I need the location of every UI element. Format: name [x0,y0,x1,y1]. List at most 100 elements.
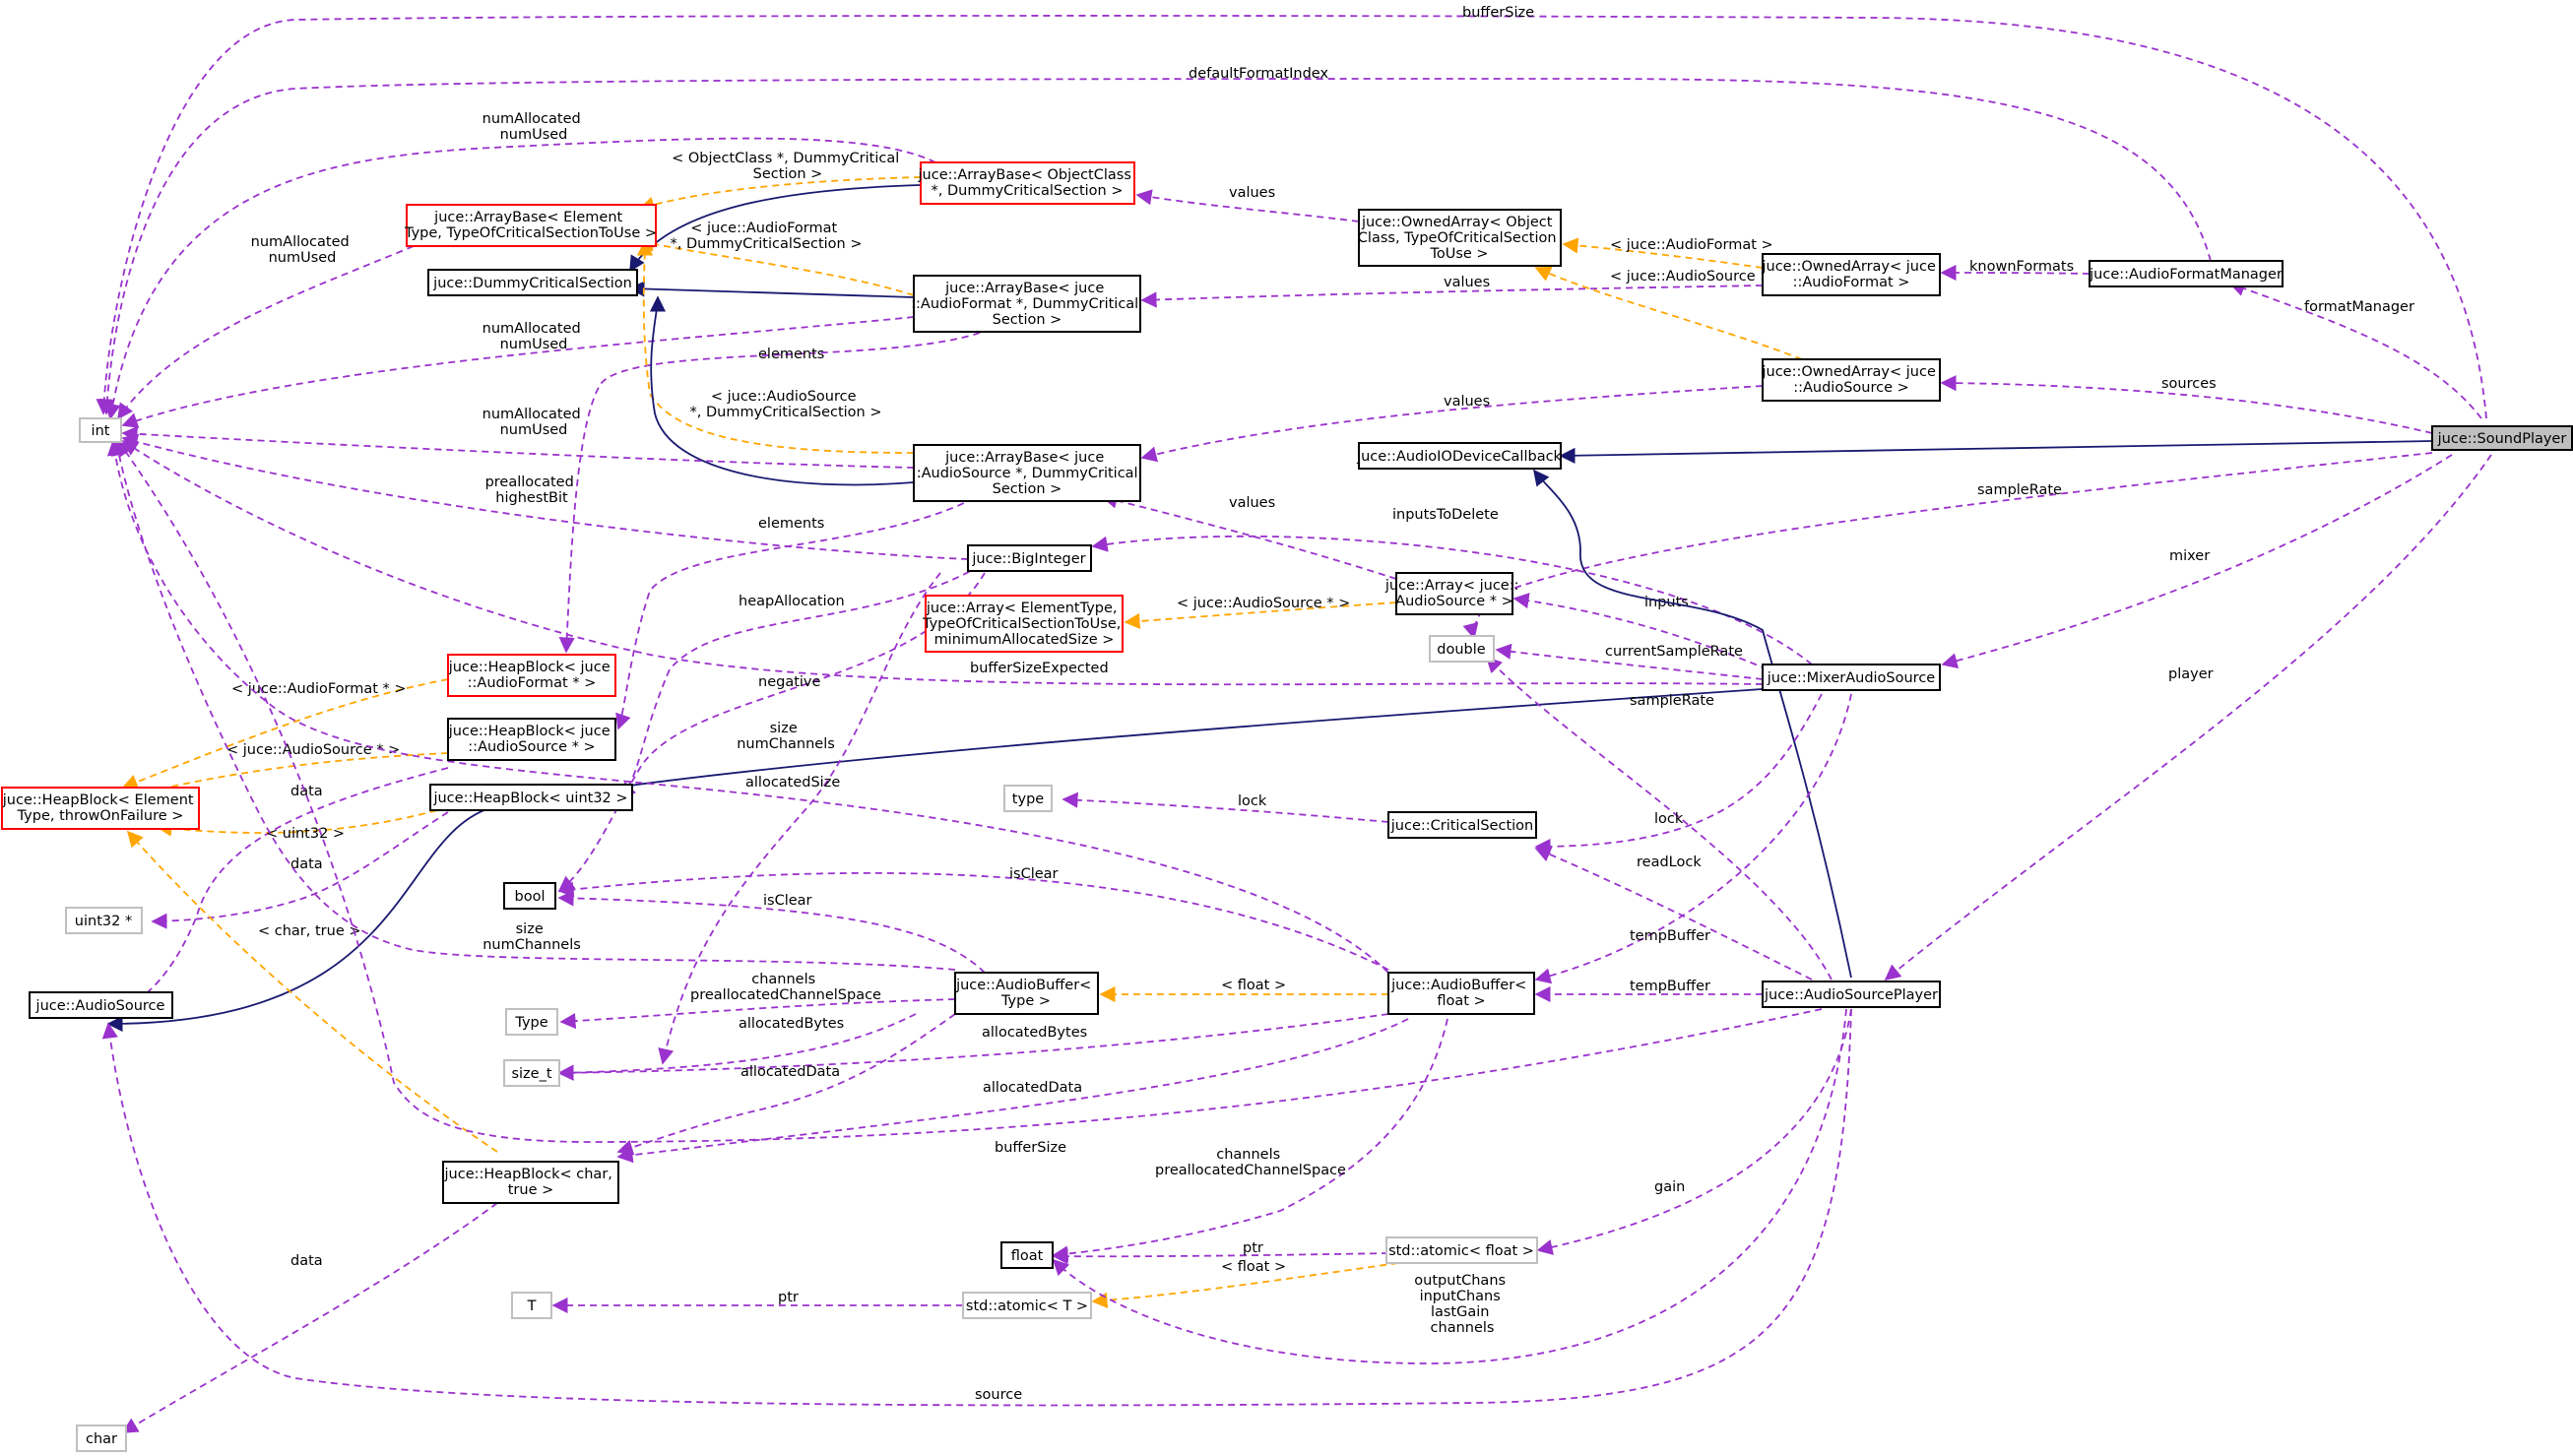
svg-text:juce::CriticalSection: juce::CriticalSection [1390,818,1533,834]
node-uint32-ptr[interactable]: uint32 * [65,907,143,934]
node-type-upper[interactable]: Type [505,1008,558,1036]
edge-label-allocated-data-1: allocatedData [740,1064,840,1080]
node-dummy-critical-section[interactable]: juce::DummyCriticalSection [427,269,638,296]
edge-data-3 [121,1202,498,1433]
edge-tpl-object-class [638,176,922,213]
edge-buffer-size [96,15,2487,419]
edge-data-2 [151,811,449,929]
node-audio-format-manager[interactable]: juce::AudioFormatManager [2089,260,2284,287]
node-atomic-float[interactable]: std::atomic< float > [1385,1236,1538,1264]
edge-label-output-chans: outputChans inputChans lastGain channels [1414,1273,1510,1336]
node-audio-buffer-type[interactable]: juce::AudioBuffer< Type > [954,972,1099,1015]
svg-text:juce::ArrayBase< Element: juce::ArrayBase< Element Type, TypeOfCri… [404,210,657,241]
svg-text:juce::HeapBlock< char,: juce::HeapBlock< char, true > [444,1167,617,1198]
edge-label-buffer-size: bufferSize [1462,5,1534,21]
edges: bufferSize defaultFormatIndex numAllocat… [96,5,2492,1433]
edge-label-data-3: data [290,1253,323,1269]
edge-sample-rate-2 [1485,656,1833,981]
svg-text:type: type [1012,791,1044,807]
edge-temp-buffer-1 [1534,693,1852,984]
node-size-t[interactable]: size_t [503,1059,560,1087]
node-owned-array-object[interactable]: juce::OwnedArray< Object Class, TypeOfCr… [1358,209,1562,267]
node-int[interactable]: int [79,417,122,443]
node-audio-source[interactable]: juce::AudioSource [29,991,173,1019]
node-char[interactable]: char [76,1424,127,1452]
node-bool[interactable]: bool [503,882,556,910]
svg-text:juce::DummyCriticalSection: juce::DummyCriticalSection [432,276,632,291]
node-heap-block-char[interactable]: juce::HeapBlock< char, true > [442,1161,619,1204]
edge-buffer-size-expected [121,440,1764,686]
node-array-audio-source[interactable]: juce::Array< juce:: AudioSource * > [1384,572,1523,615]
node-audio-buffer-float[interactable]: juce::AudioBuffer< float > [1387,972,1535,1015]
edge-label-allocated-data-2: allocatedData [983,1080,1082,1096]
edge-label-gain: gain [1654,1179,1685,1195]
edge-values-1 [1135,189,1360,222]
edge-label-channels-1: channels preallocatedChannelSpace [690,972,881,1003]
node-float[interactable]: float [1000,1241,1054,1269]
edge-tpl-float-2 [1091,1262,1399,1308]
edge-sample-rate-1 [1462,452,2433,640]
edge-preallocated [121,434,969,560]
edge-gain [1536,1008,1852,1255]
node-heap-block-audio-source[interactable]: juce::HeapBlock< juce ::AudioSource * > [447,718,616,761]
edge-mixer [1941,454,2453,669]
node-type[interactable]: type [1003,785,1053,812]
svg-text:juce::HeapBlock< Element: juce::HeapBlock< Element Type, throwOnFa… [2,792,198,824]
node-critical-section[interactable]: juce::CriticalSection [1387,811,1537,839]
edge-label-values-1: values [1229,185,1275,201]
node-mixer-audio-source[interactable]: juce::MixerAudioSource [1762,664,1941,691]
edge-label-current-sample-rate: currentSampleRate [1605,644,1743,660]
edge-label-allocated-size: allocatedSize [745,775,840,791]
edge-label-lock-1: lock [1238,793,1267,809]
edge-num-allocated-4 [121,425,915,469]
edge-tpl-audio-source-1 [1534,266,1803,360]
edge-label-format-manager: formatManager [2304,299,2414,315]
edge-elements-1 [558,332,981,654]
node-audio-source-player[interactable]: juce::AudioSourcePlayer [1762,981,1941,1008]
node-double[interactable]: double [1429,635,1495,663]
edge-label-tpl-uint32: < uint32 > [266,826,345,842]
svg-text:bool: bool [515,889,546,905]
svg-text:std::atomic< float >: std::atomic< float > [1388,1243,1534,1259]
svg-text:juce::OwnedArray< juce: juce::OwnedArray< juce ::AudioSource > [1761,364,1940,396]
edge-lock-2 [1534,693,1823,855]
edge-num-allocated-2 [117,245,415,420]
node-heap-block-uint32[interactable]: juce::HeapBlock< uint32 > [429,784,633,811]
edge-label-tpl-audio-source-ptr-2: < juce::AudioSource * > [226,742,400,758]
edge-label-sources: sources [2161,376,2217,392]
node-T[interactable]: T [511,1292,552,1319]
edge-label-allocated-bytes-1: allocatedBytes [739,1016,844,1032]
edge-label-allocated-bytes-2: allocatedBytes [982,1025,1087,1041]
svg-text:juce::AudioSourcePlayer: juce::AudioSourcePlayer [1764,987,1938,1003]
edge-ptr-1 [1052,1248,1389,1265]
node-atomic-T[interactable]: std::atomic< T > [962,1292,1092,1319]
svg-text:uint32 *: uint32 * [75,914,132,929]
svg-text:juce::AudioBuffer< flo: juce::AudioBuffer< float > [1390,978,1531,1009]
node-audio-io-device-callback[interactable]: juce::AudioIODeviceCallback [1356,442,1563,470]
node-array-element[interactable]: juce::Array< ElementType, TypeOfCritical… [922,595,1126,653]
node-owned-array-audio-source[interactable]: juce::OwnedArray< juce ::AudioSource > [1761,358,1941,402]
node-array-base-element[interactable]: juce::ArrayBase< Element Type, TypeOfCri… [404,204,657,247]
node-array-base-audio-format[interactable]: juce::ArrayBase< juce ::AudioFormat *, D… [911,275,1143,333]
node-sound-player[interactable]: juce::SoundPlayer [2431,425,2573,451]
edge-allocated-data-2 [616,1018,1409,1164]
node-heap-block-element[interactable]: juce::HeapBlock< Element Type, throwOnFa… [1,787,200,830]
edge-allocated-bytes-1 [557,1013,917,1081]
edge-label-tpl-float-2: < float > [1221,1259,1286,1275]
node-heap-block-audio-format[interactable]: juce::HeapBlock< juce ::AudioFormat * > [447,654,616,697]
svg-text:juce::OwnedArray< Object: juce::OwnedArray< Object Class, TypeOfCr… [1358,215,1561,262]
edge-player [1884,454,2492,981]
edge-size-num-channels-2 [110,439,956,971]
node-array-base-audio-source[interactable]: juce::ArrayBase< juce ::AudioSource *, D… [912,444,1142,502]
node-array-base-object[interactable]: juce::ArrayBase< ObjectClass *, DummyCri… [918,161,1136,205]
nodes: int juce::SoundPlayer juce::AudioFormatM… [1,161,2573,1452]
edge-tpl-audio-format-1 [638,236,915,296]
edge-label-size-num-channels-2: size numChannels [482,921,581,953]
edge-size-num-channels-1 [658,572,941,1065]
edge-label-data-2: data [290,856,323,872]
edge-lock-1 [1061,791,1389,823]
edge-channels-2 [1052,1018,1448,1262]
edge-label-tpl-audio-source-2: < juce::AudioSource *, DummyCriticalSect… [690,389,882,420]
node-big-integer[interactable]: juce::BigInteger [967,544,1092,572]
node-owned-array-audio-format[interactable]: juce::OwnedArray< juce ::AudioFormat > [1761,253,1941,296]
